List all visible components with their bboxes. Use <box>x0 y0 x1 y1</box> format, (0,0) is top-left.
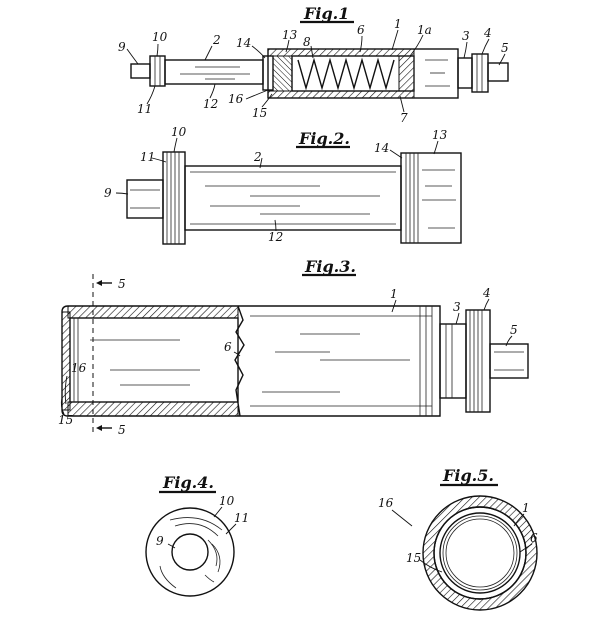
figure-4: Fig.4. 10 11 9 <box>145 473 249 597</box>
fig1-label-1: 1 <box>394 17 402 31</box>
fig1-label-5: 5 <box>501 41 509 55</box>
fig3-neck-3 <box>439 323 467 399</box>
fig4-label-10: 10 <box>219 494 235 508</box>
fig3-sleeve-break <box>234 305 245 417</box>
fig3-stem-5 <box>489 343 529 379</box>
fig3-label-5-bottom: 5 <box>118 423 126 437</box>
figure-2: Fig.2. 10 11 9 2 12 14 13 <box>104 125 462 245</box>
fig2-label-10: 10 <box>171 125 187 139</box>
figure-3: Fig.3. <box>58 257 529 437</box>
fig1-end-block-1a <box>398 55 415 92</box>
fig1-title: Fig.1 <box>303 4 349 23</box>
fig5-bore-15 <box>445 518 515 588</box>
fig5-label-1: 1 <box>522 501 530 515</box>
fig1-label-10: 10 <box>152 30 168 44</box>
fig5-title: Fig.5. <box>442 466 494 485</box>
fig2-collar-10 <box>162 151 186 245</box>
fig3-wall-top <box>67 305 239 319</box>
fig4-collar-10 <box>145 507 235 597</box>
fig3-label-1: 1 <box>390 287 398 301</box>
fig1-barrel-wall-top <box>267 48 415 57</box>
fig3-label-15: 15 <box>58 413 73 427</box>
fig1-label-8: 8 <box>303 35 311 49</box>
fig1-label-16: 16 <box>228 92 244 106</box>
fig3-wall-bottom <box>67 401 239 417</box>
fig2-label-9: 9 <box>104 186 112 200</box>
fig2-label-12: 12 <box>268 230 283 244</box>
fig2-label-11: 11 <box>140 150 155 164</box>
fig5-label-16: 16 <box>378 496 394 510</box>
fig3-label-3: 3 <box>453 300 461 314</box>
fig2-label-14: 14 <box>374 141 389 155</box>
fig1-collar-4 <box>471 53 489 93</box>
fig1-label-15: 15 <box>252 106 267 120</box>
fig3-barrel-1 <box>61 305 441 417</box>
fig1-label-4: 4 <box>483 26 492 40</box>
fig1-label-12: 12 <box>203 97 218 111</box>
fig4-title: Fig.4. <box>162 473 214 492</box>
fig3-label-6: 6 <box>224 340 232 354</box>
fig3-label-5-top: 5 <box>118 277 126 291</box>
fig2-stem-9 <box>126 179 164 219</box>
fig1-label-9: 9 <box>118 40 126 54</box>
fig1-neck-3 <box>457 57 473 89</box>
fig3-label-4: 4 <box>482 286 491 300</box>
fig4-label-11: 11 <box>234 511 249 525</box>
fig1-collar-10 <box>149 55 166 87</box>
fig1-label-1a: 1a <box>417 23 432 37</box>
fig1-label-14: 14 <box>236 36 251 50</box>
fig3-title: Fig.3. <box>304 257 356 276</box>
fig3-label-5: 5 <box>510 323 518 337</box>
fig1-label-2: 2 <box>212 33 221 47</box>
fig5-liner-6 <box>439 512 521 594</box>
fig5-label-6: 6 <box>530 531 538 545</box>
fig1-spring-8 <box>297 57 395 91</box>
fig1-label-7: 7 <box>400 111 408 125</box>
fig1-plunger-2 <box>164 59 264 85</box>
fig1-label-6: 6 <box>357 23 365 37</box>
fig3-liner-16 <box>69 317 239 403</box>
fig2-title: Fig.2. <box>298 129 350 148</box>
fig2-label-2: 2 <box>253 150 262 164</box>
fig3-label-16: 16 <box>71 361 87 375</box>
fig1-stem-5 <box>487 62 509 82</box>
fig2-head-13 <box>400 152 462 244</box>
figure-5: Fig.5. 16 1 15 6 <box>378 466 538 611</box>
fig1-barrel-wall-bottom <box>267 90 415 99</box>
fig2-label-13: 13 <box>432 128 448 142</box>
fig1-stem-9 <box>130 63 151 79</box>
fig4-label-9: 9 <box>156 534 164 548</box>
fig1-label-3: 3 <box>462 29 470 43</box>
fig3-wall-left <box>61 311 71 411</box>
fig2-plunger-body-2 <box>184 165 402 231</box>
fig5-label-15: 15 <box>406 551 421 565</box>
fig1-label-11: 11 <box>137 102 152 116</box>
fig1-piston-16 <box>272 55 293 92</box>
fig1-label-13: 13 <box>282 28 298 42</box>
figure-1: Fig.1 <box>118 4 509 125</box>
fig4-bore-9 <box>171 533 209 571</box>
